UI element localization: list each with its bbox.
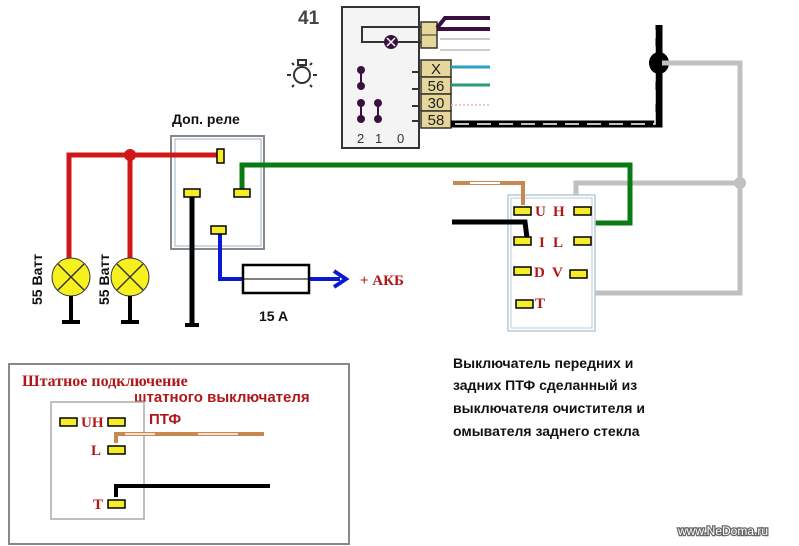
- position-0: 0: [397, 131, 404, 146]
- pin-i: I: [539, 235, 545, 251]
- relay-title: Доп. реле: [172, 111, 240, 127]
- pin-d: D: [534, 265, 545, 281]
- position-1: 1: [375, 131, 382, 146]
- stock-connection-inset: Штатное подключение штатного выключателя…: [8, 363, 350, 545]
- arrow-icon: [332, 269, 350, 289]
- stock-switch-module: 41 2 1 0: [287, 6, 490, 149]
- fuse-label: 15 A: [259, 308, 288, 324]
- battery-label: + АКБ: [360, 273, 404, 289]
- pin-t: T: [535, 296, 545, 312]
- pin-l: L: [553, 235, 563, 251]
- inset-pin-uh: UH: [81, 415, 104, 431]
- junction-dot: [649, 52, 669, 74]
- description-line: Выключатель передних и: [453, 355, 633, 371]
- lamp-left: [51, 257, 91, 324]
- inset-pin-l: L: [91, 443, 101, 459]
- inset-title-line2: штатного выключателя: [134, 389, 310, 406]
- lamp-right: [110, 257, 150, 324]
- lamp-right-label: 55 Ватт: [96, 254, 112, 305]
- blue-wire: [218, 233, 350, 295]
- pin-30: 30: [428, 95, 445, 112]
- red-junction: [124, 149, 136, 161]
- pin-block: X 56 30 58: [420, 59, 452, 129]
- inset-pin-t: T: [93, 497, 103, 513]
- pin-58: 58: [428, 112, 445, 129]
- pin-h: H: [553, 204, 565, 220]
- relay-terminals: [183, 148, 251, 235]
- fog-light-icon: [287, 59, 317, 88]
- description-line: выключателя очистителя и: [453, 400, 645, 416]
- switch-contacts: [357, 66, 382, 123]
- wire-58: [451, 25, 669, 128]
- pin-u: U: [535, 204, 546, 220]
- description: Выключатель передних и задних ПТФ сделан…: [453, 355, 645, 439]
- grey-junction: [734, 177, 746, 189]
- lamp-left-label: 55 Ватт: [29, 254, 45, 305]
- watermark: www.NeDoma.ru: [677, 524, 768, 538]
- position-2: 2: [357, 131, 364, 146]
- relay-ground: [185, 192, 199, 327]
- inset-title-line1: Штатное подключение: [22, 373, 188, 390]
- red-wire: [66, 152, 222, 262]
- description-line: задних ПТФ сделанный из: [453, 377, 637, 393]
- new-switch: U H I L D V T: [452, 181, 596, 332]
- description-line: омывателя заднего стекла: [453, 423, 640, 439]
- pin-56: 56: [428, 78, 445, 95]
- pin-x: X: [431, 61, 441, 78]
- inset-title-line3: ПТФ: [149, 411, 181, 428]
- module-body: [341, 6, 420, 149]
- module-number: 41: [298, 8, 320, 29]
- pin-v: V: [552, 265, 563, 281]
